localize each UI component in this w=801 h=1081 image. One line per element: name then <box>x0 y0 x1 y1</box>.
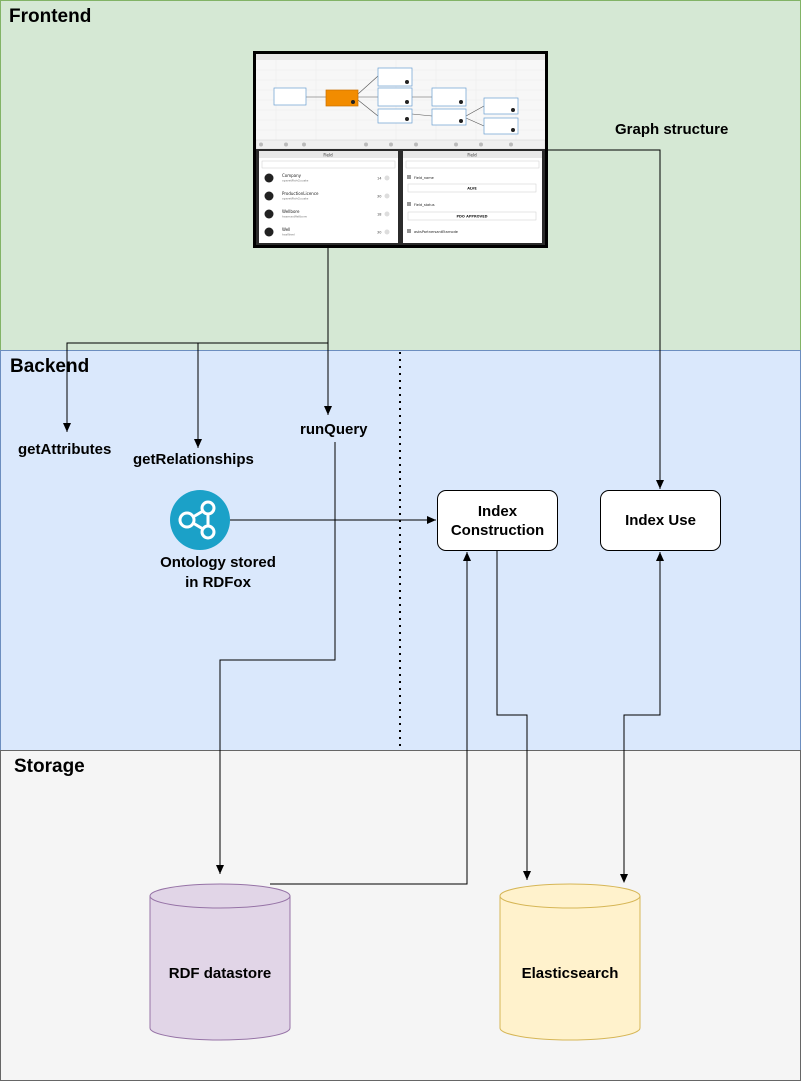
list-item-sub: oparetFishGuuste <box>282 179 308 183</box>
list-item-name: Wellbore <box>282 209 300 214</box>
list-item-count: 18 <box>377 213 381 217</box>
list-item: Company oparetFishGuuste 14 <box>264 173 390 183</box>
right-list-item: asksPartnersantEtarnode <box>414 230 458 234</box>
backend-title: Backend <box>10 356 90 377</box>
left-list: Company oparetFishGuuste 14 ProductionLi… <box>264 173 390 237</box>
run-query-label: runQuery <box>300 421 368 438</box>
elasticsearch-label: Elasticsearch <box>521 965 619 982</box>
right-list-item: PDO APPROVED <box>456 215 487 219</box>
frontend-title: Frontend <box>9 6 92 27</box>
query-interface-image: Field Field Company oparetFishGuuste 14 … <box>256 54 545 245</box>
right-list-item: Field_status <box>414 203 435 207</box>
list-item-count: 14 <box>377 177 382 181</box>
list-item-name: ProductionLicence <box>282 191 319 196</box>
get-attributes-label: getAttributes <box>18 441 112 458</box>
get-relationships-label: getRelationships <box>133 451 254 468</box>
list-item: ProductionLicence oparetFishGuuste 30 <box>264 191 390 201</box>
left-panel-title: Field <box>323 153 333 158</box>
graph-structure-label: Graph structure <box>615 121 729 138</box>
index-use-box: Index Use <box>600 490 721 551</box>
right-panel-title: Field <box>467 153 477 158</box>
list-item-sub: hasmaxWellbore <box>282 215 307 219</box>
storage-layer: Storage <box>0 750 801 1081</box>
list-item-count: 30 <box>377 195 381 199</box>
list-item-name: Company <box>282 173 302 178</box>
list-item-count: 30 <box>377 231 381 235</box>
list-item: Well hasWeel 30 <box>264 227 390 237</box>
rdf-datastore-label: RDF datastore <box>168 965 272 982</box>
storage-title: Storage <box>14 756 85 777</box>
right-list: Field_name ALVE Field_status PDO APPROVE… <box>407 175 537 234</box>
list-item: Wellbore hasmaxWellbore 18 <box>264 209 390 219</box>
ontology-label: Ontology stored in RDFox <box>160 554 276 591</box>
index-construction-box: Index Construction <box>437 490 558 551</box>
right-list-item: ALVE <box>467 187 477 191</box>
list-item-sub: oparetFishGuuste <box>282 197 308 201</box>
list-item-name: Well <box>282 227 290 232</box>
query-interface-screenshot: Field Field Company oparetFishGuuste 14 … <box>253 51 548 248</box>
right-list-item: Field_name <box>414 176 434 180</box>
list-item-sub: hasWeel <box>282 233 295 237</box>
